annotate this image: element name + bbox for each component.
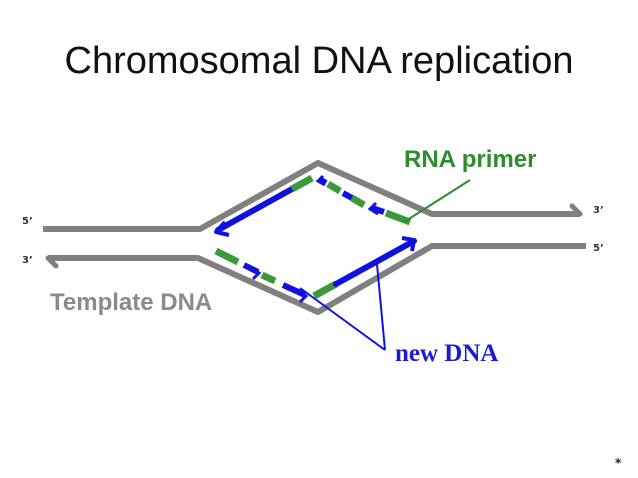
label-5prime-right: 5’ — [593, 243, 604, 254]
new-dna-arrowhead-upper-left — [214, 220, 230, 237]
new-dna-arrowhead-lower-1 — [251, 266, 262, 281]
label-3prime-right: 3’ — [593, 205, 604, 216]
new-dna-segment-upper-3 — [371, 205, 385, 215]
rna-primer-segment-upper-left — [290, 174, 314, 193]
template-strand-top — [43, 160, 580, 232]
rna-primer-segment-lower-2 — [260, 271, 277, 285]
new-dna-arrowhead-lower-right — [401, 236, 416, 252]
new-dna-pointer-left — [299, 287, 386, 351]
template-dna-label: Template DNA — [50, 289, 212, 316]
new-dna-arrowhead-upper-3 — [367, 201, 379, 216]
rna-primer-label: RNA primer — [404, 146, 536, 173]
new-dna-label: new DNA — [395, 340, 498, 367]
new-dna-arrowhead-lower-2 — [297, 288, 309, 304]
page-title: Chromosomal DNA replication — [65, 40, 574, 82]
new-dna-arrowhead-upper-1 — [315, 174, 326, 187]
rna-primer-segment-upper-1 — [326, 180, 342, 195]
label-3prime-left: 3’ — [22, 255, 33, 266]
rna-primer-segment-lower-right — [312, 280, 338, 300]
rna-primer-segment-upper-2 — [350, 194, 366, 209]
template-strand-bottom — [48, 243, 586, 315]
new-dna-pointer-right — [376, 263, 386, 351]
new-dna-segment-upper-2 — [341, 190, 354, 201]
footer-mark: * — [615, 456, 622, 470]
rna-primer-pointer — [403, 179, 471, 223]
new-dna-segment-upper-left — [215, 186, 295, 233]
label-5prime-left: 5’ — [22, 216, 33, 227]
new-dna-segment-lower-right — [333, 238, 417, 287]
template-strand-top-end-hook — [569, 203, 583, 217]
template-strand-bottom-end-hook — [45, 255, 59, 269]
rna-primer-segment-lower-1 — [214, 247, 240, 266]
